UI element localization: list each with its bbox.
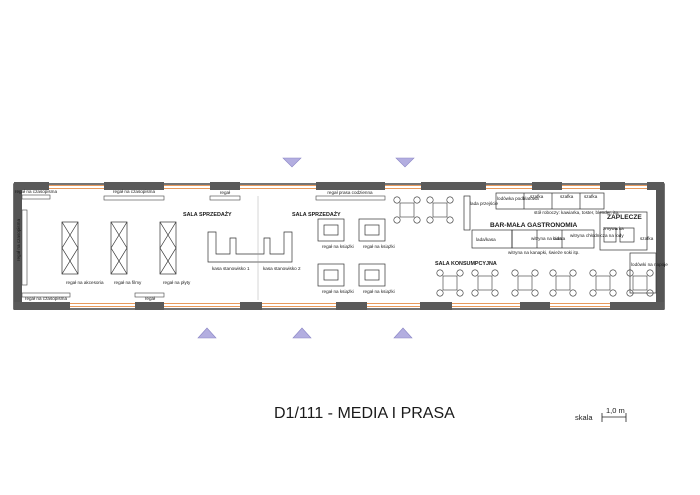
label-zmywarka: zmywarka	[603, 226, 624, 231]
label-lodowki-napoje: lodówki na napoje	[631, 262, 668, 267]
label-kasa-2: kasa stanowisko 2	[263, 266, 301, 271]
label-regal-akcesoria: regał na akcesoria	[66, 280, 104, 285]
label-regal-bottom: regał	[145, 296, 155, 301]
room-sales-2: SALA SPRZEDAŻY	[292, 211, 341, 218]
furniture-labels: regał na czasopisma regał na czasopisma …	[15, 189, 668, 301]
label-regal-top: regał	[220, 190, 230, 195]
shelves	[21, 194, 386, 298]
label-regal-prasa: regał prasa codzienna	[327, 190, 373, 195]
entrance-arrows	[197, 157, 415, 339]
label-lada-przejscie: lada przejście	[470, 201, 499, 206]
scale-unit: 1,0 m	[606, 406, 625, 415]
room-consumption: SALA KONSUMPCYJNA	[435, 261, 497, 267]
label-stol-roboczy: stół roboczy: kawiarka, toster, blender,…	[534, 210, 619, 215]
label-regal-filmy: regał na filmy	[114, 280, 142, 285]
label-regal-czasopisma-tl: regał na czasopisma	[15, 189, 58, 194]
label-regal-ksiazki-1: regał na książki	[322, 244, 354, 249]
wall-piers	[14, 182, 664, 310]
label-regal-plyty: regał na płyty	[163, 280, 191, 285]
book-racks	[317, 218, 386, 287]
room-backroom: ZAPLECZE	[607, 214, 642, 221]
scale-label: skala	[575, 413, 593, 422]
label-witryna-ciasta: witryna na ciasta	[531, 236, 566, 241]
label-lodowka-podblatowa: lodówka podblatowa	[497, 196, 539, 201]
label-szafka-3: szafka	[584, 194, 598, 199]
label-lada-kasa: lada/kasa	[476, 237, 496, 242]
label-witryna-kanapki: witryna na kanapki, świeże soki itp.	[508, 250, 580, 255]
page-title: D1/111 - MEDIA I PRASA	[274, 405, 455, 422]
label-witryna-chlodnicza: witryna chłodnicza na lody	[570, 233, 624, 238]
room-bar: BAR-MAŁA GASTRONOMIA	[490, 222, 578, 229]
bar-counters	[463, 192, 657, 294]
label-regal-czasopisma-left: regał na czasopisma	[16, 218, 21, 261]
scale-bar: skala 1,0 m	[575, 406, 627, 422]
label-regal-ksiazki-2: regał na książki	[363, 244, 395, 249]
label-regal-ksiazki-3: regał na książki	[322, 289, 354, 294]
label-szafka-2: szafka	[560, 194, 574, 199]
tables	[393, 196, 654, 297]
display-racks	[61, 221, 177, 275]
label-kasa-1: kasa stanowisko 1	[212, 266, 250, 271]
label-lada: lada	[553, 236, 562, 241]
label-regal-czasopisma-top: regał na czasopisma	[113, 189, 156, 194]
room-sales-1: SALA SPRZEDAŻY	[183, 211, 232, 218]
label-szafka-4: szafka	[640, 236, 654, 241]
label-regal-ksiazki-4: regał na książki	[363, 289, 395, 294]
label-regal-czasopisma-bl: regał na czasopisma	[25, 296, 68, 301]
label-szafka-1: szafka	[530, 194, 544, 199]
windows	[49, 185, 647, 307]
cash-desk	[207, 231, 293, 263]
